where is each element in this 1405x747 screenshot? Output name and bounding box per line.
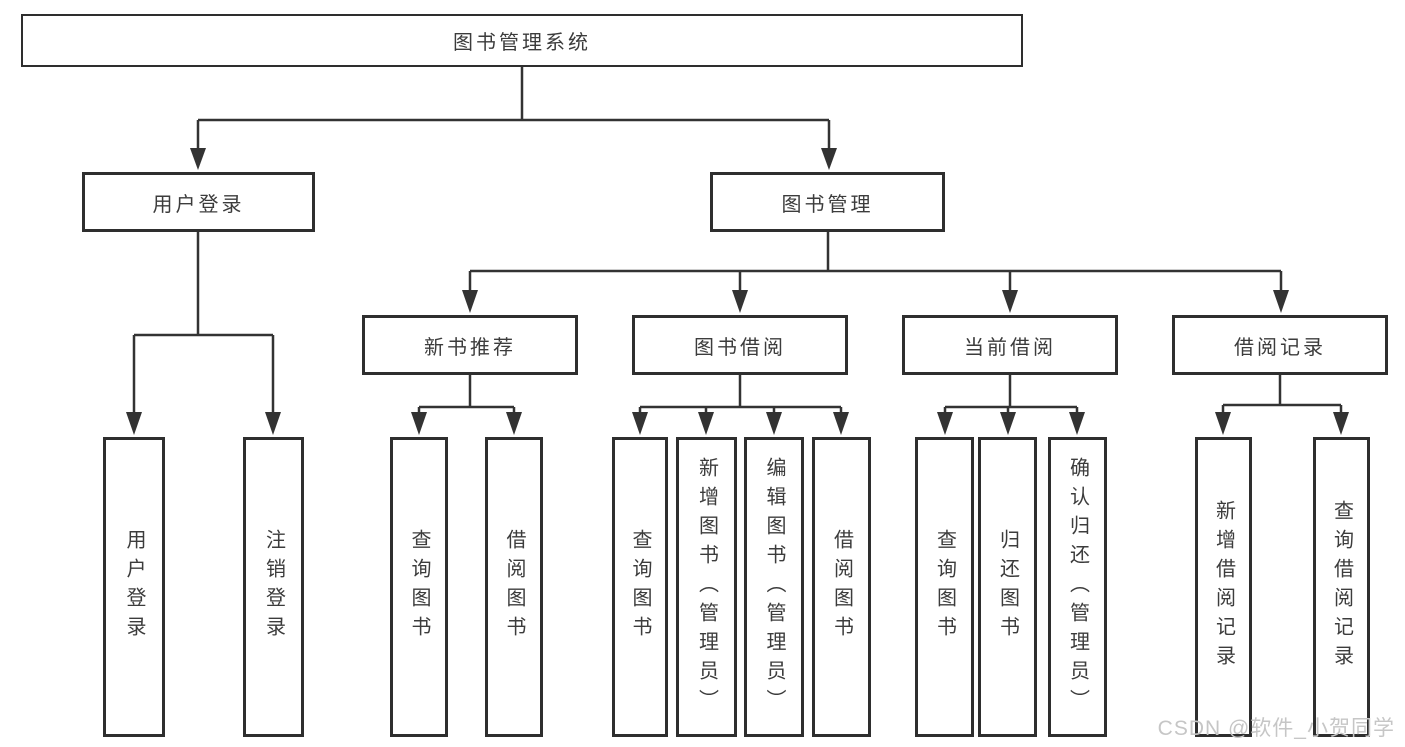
node-new-book-recommend-label: 新书推荐 [424, 336, 516, 359]
node-book-management-label: 图书管理 [781, 193, 874, 216]
node-root: 图书管理系统 [21, 14, 1023, 67]
node-book-borrow-label: 图书借阅 [694, 336, 786, 359]
node-borrow-record: 借阅记录 [1172, 315, 1388, 375]
leaf-borrow-edit-books: 编辑图书（管理员） [744, 437, 804, 737]
leaf-current-confirm-return-label: 确认归还（管理员） [1066, 456, 1089, 718]
node-new-book-recommend: 新书推荐 [362, 315, 578, 375]
node-user-login: 用户登录 [82, 172, 315, 232]
leaf-current-confirm-return: 确认归还（管理员） [1048, 437, 1107, 737]
leaf-borrow-borrow-books: 借阅图书 [812, 437, 871, 737]
node-root-label: 图书管理系统 [453, 32, 591, 54]
leaf-recommend-query-books: 查询图书 [390, 437, 448, 737]
leaf-user-login: 用户登录 [103, 437, 165, 737]
leaf-record-query: 查询借阅记录 [1313, 437, 1370, 737]
node-user-login-label: 用户登录 [152, 193, 245, 216]
watermark-text: CSDN @软件_小贺同学 [1157, 717, 1395, 740]
leaf-current-query-books-label: 查询图书 [933, 529, 956, 645]
leaf-borrow-query-books: 查询图书 [612, 437, 668, 737]
leaf-record-add: 新增借阅记录 [1195, 437, 1252, 737]
node-book-management: 图书管理 [710, 172, 945, 232]
leaf-recommend-query-books-label: 查询图书 [408, 529, 430, 645]
leaf-borrow-edit-books-label: 编辑图书（管理员） [763, 456, 785, 718]
node-current-borrow: 当前借阅 [902, 315, 1118, 375]
leaf-recommend-borrow-books: 借阅图书 [485, 437, 543, 737]
leaf-borrow-add-books: 新增图书（管理员） [676, 437, 737, 737]
leaf-borrow-query-books-label: 查询图书 [629, 529, 651, 645]
node-current-borrow-label: 当前借阅 [964, 336, 1056, 359]
leaf-logout-label: 注销登录 [262, 529, 285, 645]
leaf-record-add-label: 新增借阅记录 [1212, 500, 1235, 674]
leaf-borrow-add-books-label: 新增图书（管理员） [695, 456, 718, 718]
leaf-current-query-books: 查询图书 [915, 437, 974, 737]
leaf-borrow-borrow-books-label: 借阅图书 [830, 529, 853, 645]
leaf-recommend-borrow-books-label: 借阅图书 [503, 529, 525, 645]
leaf-record-query-label: 查询借阅记录 [1330, 500, 1353, 674]
leaf-logout: 注销登录 [243, 437, 304, 737]
node-book-borrow: 图书借阅 [632, 315, 848, 375]
leaf-current-return-books-label: 归还图书 [996, 529, 1019, 645]
node-borrow-record-label: 借阅记录 [1234, 336, 1326, 359]
leaf-current-return-books: 归还图书 [978, 437, 1037, 737]
leaf-user-login-label: 用户登录 [123, 529, 145, 645]
